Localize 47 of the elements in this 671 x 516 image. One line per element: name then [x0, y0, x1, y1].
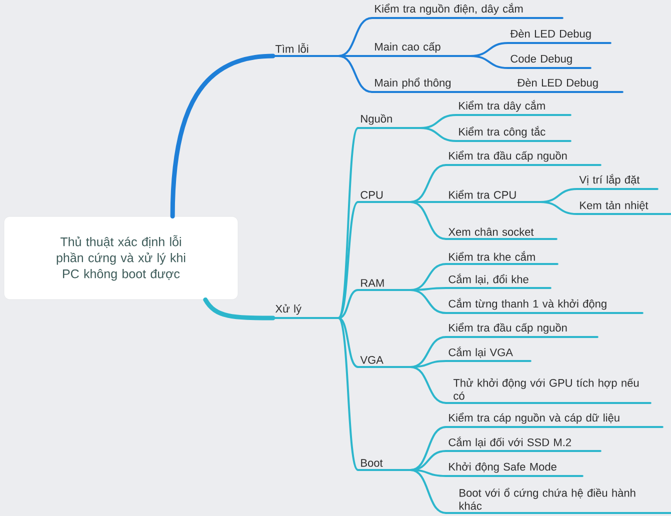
branch-label: Kiểm tra cáp nguồn và cáp dữ liệu [445, 412, 664, 428]
branch-label: Thử khởi động với GPU tích hợp nếu có [445, 378, 652, 404]
connector [409, 366, 447, 404]
branch-label: Kiểm tra khe cắm [445, 251, 558, 265]
connector [504, 91, 516, 93]
connector [337, 127, 359, 319]
branch-label: Code Debug [507, 54, 592, 69]
connector [409, 201, 447, 240]
branch-label: Main phổ thông [371, 78, 506, 93]
branch-label: Tìm lỗi [272, 43, 340, 57]
branch-label: Nguồn [357, 114, 422, 129]
branch-label: Đèn LED Debug [507, 29, 612, 44]
connector [170, 54, 276, 219]
topic-box: Thủ thuật xác định lỗi phần cứng và xử lý khi PC không boot được [4, 216, 238, 300]
branch-label: Kiểm tra công tắc [455, 126, 572, 142]
branch-label: Vị trí lắp đặt [576, 174, 658, 190]
branch-label: Cắm lại VGA [445, 346, 532, 362]
branch-label: Kem tản nhiệt [576, 200, 671, 215]
branch-label: Xử lý [272, 304, 340, 319]
connector [469, 55, 509, 69]
connector [203, 297, 276, 320]
branch-label: Kiểm tra dây cắm [455, 100, 572, 116]
branch-label: Main cao cấp [371, 42, 472, 57]
branch-label: Cắm lại đối với SSD M.2 [445, 436, 602, 452]
branch-label: RAM [357, 279, 412, 291]
branch-label: VGA [357, 356, 412, 368]
connector [419, 127, 457, 142]
connector [409, 469, 447, 514]
branch-label: Kiểm tra CPU [445, 190, 542, 203]
connector [337, 289, 359, 319]
branch-label: CPU [357, 191, 412, 203]
branch-label: Kiểm tra đầu cấp nguồn [445, 150, 602, 166]
branch-label: Boot với ổ cứng chứa hệ điều hành khác [445, 488, 671, 514]
branch-label: Khởi động Safe Mode [445, 462, 584, 477]
branch-label: Cắm từng thanh 1 và khởi động [445, 298, 644, 314]
connector [337, 317, 359, 471]
branch-label: Kiểm tra nguồn điện, dây cắm [371, 2, 564, 19]
branch-label: Xem chân socket [445, 228, 558, 240]
branch-label: Boot [357, 459, 412, 471]
connector [539, 201, 578, 215]
connector [337, 55, 373, 93]
branch-label: Đèn LED Debug [514, 78, 624, 93]
branch-label: Kiểm tra đầu cấp nguồn [445, 322, 598, 338]
branch-label: Cắm lại, đổi khe [445, 274, 552, 289]
connector [337, 317, 359, 368]
connector [409, 289, 447, 314]
connector [337, 201, 359, 319]
